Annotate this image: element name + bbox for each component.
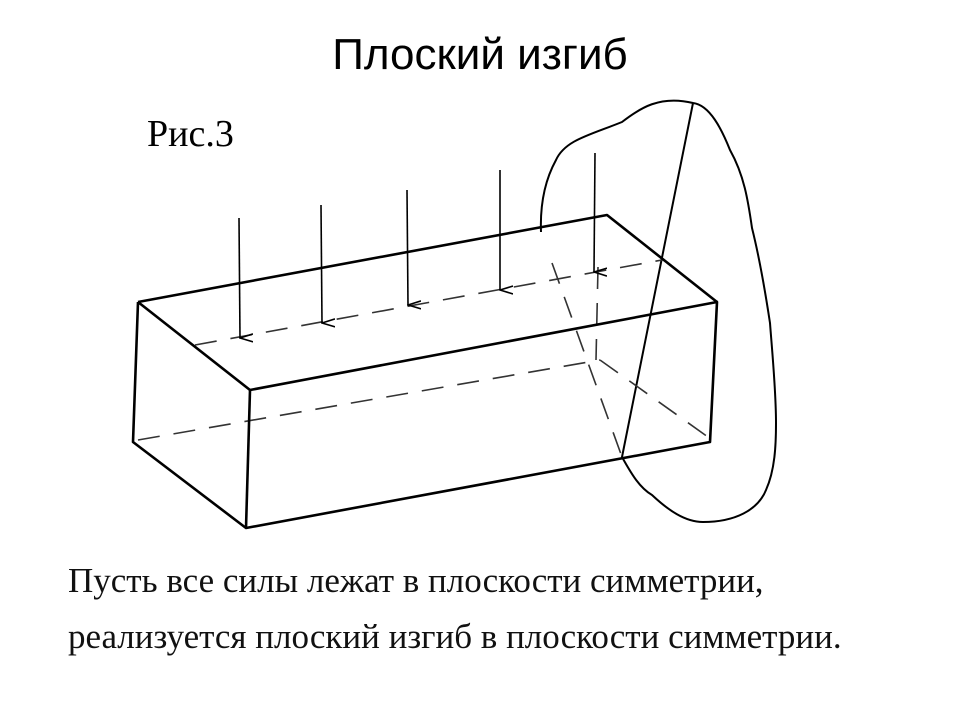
slide-title: Плоский изгиб — [332, 30, 628, 79]
slide-caption: Пусть все силы лежат в плоскости симметр… — [68, 561, 842, 656]
force-arrow — [320, 204, 322, 323]
wall-outline — [539, 99, 778, 524]
force-arrow — [594, 152, 595, 272]
force-arrow — [238, 217, 240, 338]
beam-box — [131, 213, 719, 530]
figure-label: Рис.3 — [147, 113, 234, 155]
hidden-lines — [137, 259, 709, 458]
force-arrows — [238, 152, 595, 338]
force-arrow — [406, 189, 408, 305]
